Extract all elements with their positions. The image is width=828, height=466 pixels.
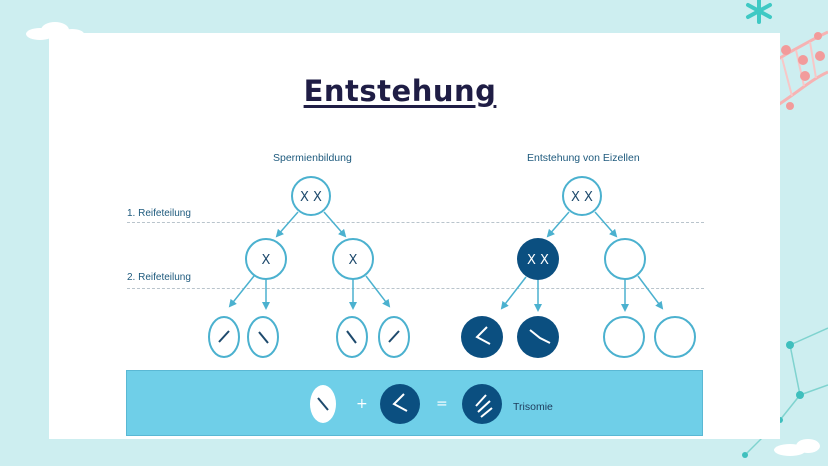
arrow xyxy=(228,275,255,308)
egg-cell-equation xyxy=(380,384,420,424)
chromosome-mark xyxy=(392,393,408,412)
arrow xyxy=(637,275,664,310)
tree-spermienbildung: X X X X xyxy=(208,176,410,358)
chromosome-mark xyxy=(475,326,491,345)
chromosome-label: X xyxy=(262,253,271,268)
heading-eizellen: Entstehung von Eizellen xyxy=(527,152,640,164)
cell-parent-left xyxy=(291,176,331,216)
trisomy-label: Trisomie xyxy=(513,401,553,413)
chromosome-mark xyxy=(475,394,493,418)
egg-cell-empty xyxy=(603,316,645,358)
cloud-decoration xyxy=(774,439,820,456)
chromosome-mark xyxy=(346,330,357,344)
arrow xyxy=(546,211,570,238)
cell-second-right-dark xyxy=(517,238,559,280)
chromosome-mark xyxy=(388,330,400,343)
arrow xyxy=(500,276,527,310)
tree-eizellen: X X X X xyxy=(461,176,696,358)
arrow xyxy=(275,211,299,238)
chromosome-mark xyxy=(218,330,230,343)
dashed-line-first-division xyxy=(127,222,704,223)
chromosome-mark xyxy=(529,329,551,344)
arrow xyxy=(594,211,618,238)
chromosome-label: X X xyxy=(527,253,549,268)
chromosome-mark xyxy=(317,397,329,411)
heading-spermienbildung: Spermienbildung xyxy=(273,152,352,164)
egg-cell-dark xyxy=(461,316,503,358)
label-first-division: 1. Reifeteilung xyxy=(127,208,191,219)
egg-cell-empty xyxy=(654,316,696,358)
chromosome-label: X xyxy=(349,253,358,268)
equals-sign: = xyxy=(436,396,448,412)
chromosome-mark xyxy=(258,331,269,344)
asterisk-decoration xyxy=(746,0,772,24)
label-second-division: 2. Reifeteilung xyxy=(127,272,191,283)
chromosome-label: X X xyxy=(300,190,322,205)
dashed-line-second-division xyxy=(127,288,704,289)
slide-title: Entstehung xyxy=(303,74,497,108)
chromosome-label: X X xyxy=(571,190,593,205)
arrow xyxy=(323,211,347,238)
cell-parent-right xyxy=(562,176,602,216)
plus-sign: + xyxy=(356,396,368,412)
zygote-cell-equation xyxy=(462,384,502,424)
arrow xyxy=(365,275,391,308)
